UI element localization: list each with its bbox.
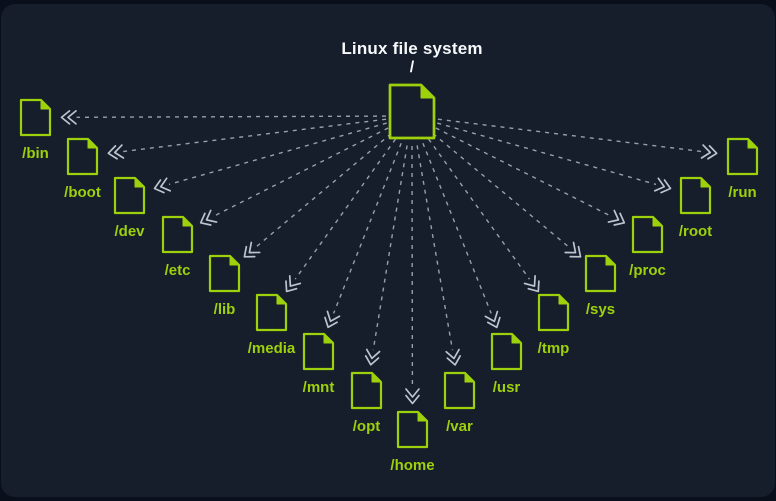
chevron-arrowhead-dev	[153, 177, 172, 194]
arrow-run	[437, 118, 702, 153]
file-icon-home	[396, 410, 429, 449]
arrow-proc	[435, 127, 612, 217]
chevron-arrowhead-media	[285, 274, 302, 293]
icon-layer: /bin/boot/dev/etc/lib/media/mnt/opt/home…	[22, 145, 757, 474]
arrow-bin	[76, 115, 387, 118]
file-icon-root	[679, 176, 712, 215]
file-icon-media	[255, 293, 288, 332]
chevron-arrowhead-opt	[364, 348, 381, 366]
dir-label-boot: /boot	[64, 184, 101, 201]
file-icon-var	[443, 371, 476, 410]
arrow-media	[294, 138, 397, 280]
chevron-arrowhead-tmp	[523, 274, 540, 293]
file-icon-etc	[161, 215, 194, 254]
arrow-opt	[372, 145, 408, 351]
file-icon-mnt	[302, 332, 335, 371]
file-icon-tmp	[537, 293, 570, 332]
arrow-tmp	[428, 138, 531, 280]
file-icon-sys	[584, 254, 617, 293]
dir-label-lib: /lib	[214, 301, 236, 318]
file-icon-dev	[113, 176, 146, 215]
file-icon-usr	[490, 332, 523, 371]
arrow-mnt	[332, 143, 402, 314]
chevron-arrowhead-var	[445, 348, 461, 366]
chevron-arrowhead-etc	[199, 209, 218, 226]
chevron-arrowhead-mnt	[324, 310, 341, 329]
dir-label-sys: /sys	[586, 301, 615, 318]
chevron-arrowhead-proc	[607, 209, 626, 226]
dir-label-var: /var	[446, 418, 473, 435]
chevron-arrowhead-sys	[564, 241, 582, 258]
diagram-title: Linux file system	[341, 39, 483, 58]
dir-label-run: /run	[728, 184, 756, 201]
file-icon-proc	[631, 215, 664, 254]
dir-label-home: /home	[390, 457, 434, 474]
file-icon-run	[726, 137, 759, 176]
dir-label-mnt: /mnt	[303, 379, 335, 396]
arrow-var	[416, 145, 454, 351]
chevron-arrowhead-usr	[484, 310, 501, 329]
arrow-layer	[60, 109, 718, 405]
root-file-icon	[388, 83, 436, 140]
chevron-arrowhead-run	[700, 144, 718, 160]
dir-label-etc: /etc	[165, 262, 191, 279]
file-icon-boot	[66, 137, 99, 176]
arrow-sys	[432, 133, 570, 248]
dir-label-tmp: /tmp	[538, 340, 570, 357]
chevron-arrowhead-home	[405, 388, 420, 405]
dir-label-dev: /dev	[114, 223, 145, 240]
arrow-boot	[123, 118, 387, 153]
arrow-dev	[168, 122, 387, 186]
arrow-root	[437, 122, 657, 186]
arrow-lib	[255, 133, 392, 248]
file-icon-bin	[19, 98, 52, 137]
chevron-arrowhead-lib	[243, 241, 261, 258]
root-path-label: /	[409, 59, 415, 76]
file-icon-opt	[350, 371, 383, 410]
arrow-etc	[213, 127, 389, 217]
dir-label-root: /root	[679, 223, 712, 240]
dir-label-proc: /proc	[629, 262, 666, 279]
dir-label-bin: /bin	[22, 145, 49, 162]
arrow-usr	[422, 142, 492, 314]
diagram-card	[1, 4, 775, 497]
chevron-arrowhead-bin	[60, 109, 77, 125]
chevron-arrowhead-root	[653, 177, 672, 194]
dir-label-usr: /usr	[493, 379, 521, 396]
chevron-arrowhead-boot	[107, 144, 125, 160]
dir-label-opt: /opt	[353, 418, 381, 435]
file-icon-lib	[208, 254, 241, 293]
dir-label-media: /media	[248, 340, 296, 357]
